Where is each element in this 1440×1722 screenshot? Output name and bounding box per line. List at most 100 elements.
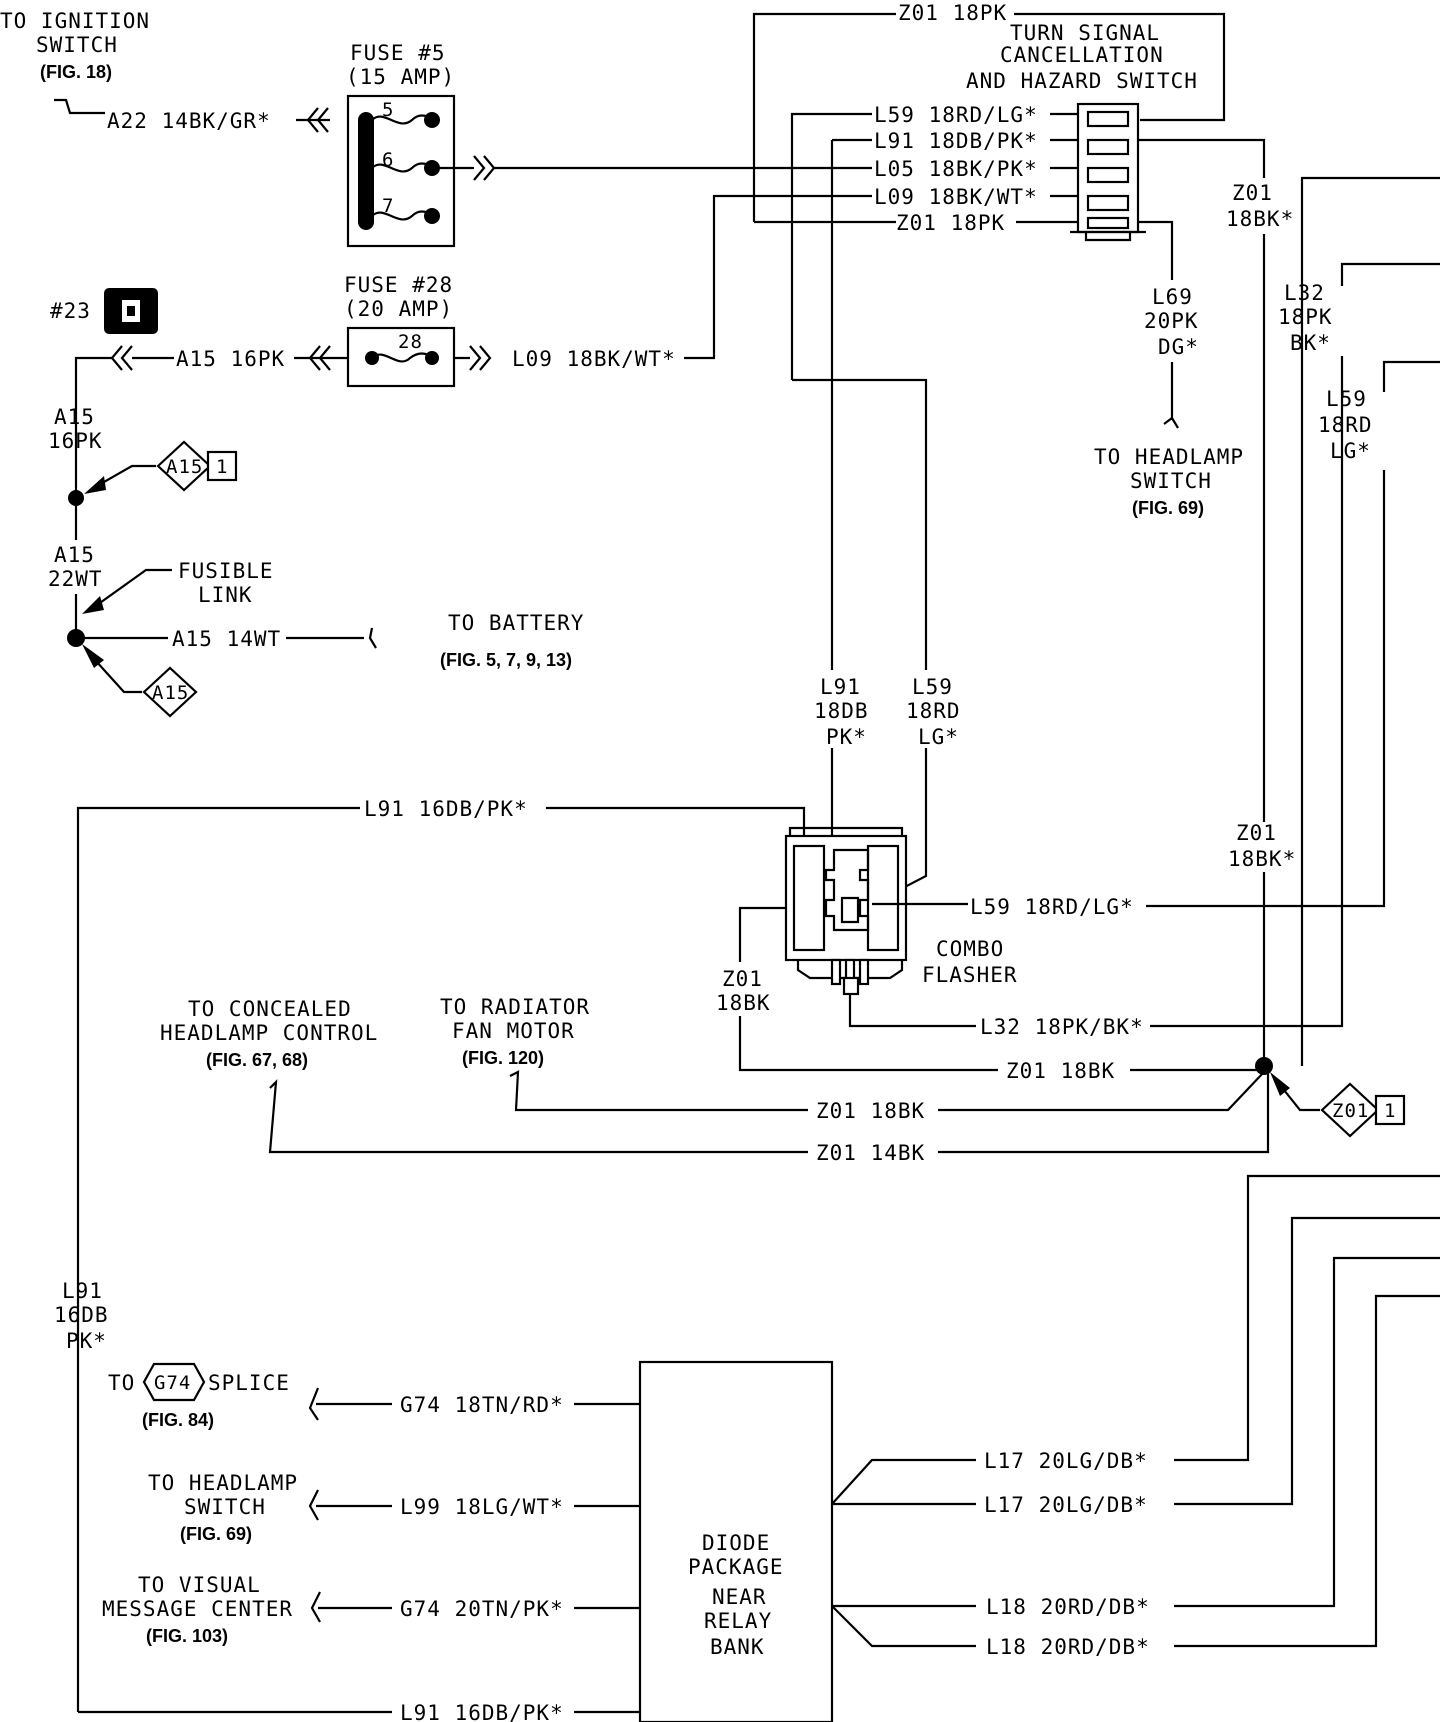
wire-l32-combo-label: L32 18PK/BK* xyxy=(980,1015,1144,1039)
wire-z01-top xyxy=(752,12,1226,222)
a15-16pk-v1: A15 xyxy=(54,405,95,429)
wire-g74-20-label: G74 20TN/PK* xyxy=(400,1597,564,1621)
visual-message-fig: (FIG. 103) xyxy=(146,1626,228,1646)
wire-l59-right xyxy=(1150,360,1440,908)
l69-label-2: 20PK xyxy=(1144,309,1199,333)
z01-combo-label-2: 18BK xyxy=(716,991,771,1015)
fuse28-pin: 28 xyxy=(398,331,423,353)
wire-z01-far-right xyxy=(1300,176,1440,1066)
arrowhead-z01 xyxy=(1270,1072,1290,1096)
l32-label-3: BK* xyxy=(1290,331,1331,355)
headlamp-switch2-label-2: SWITCH xyxy=(184,1495,266,1519)
visual-message-label-2: MESSAGE CENTER xyxy=(102,1597,293,1621)
fuse28-terminal-in xyxy=(365,351,379,365)
diode-package-label-1: DIODE xyxy=(702,1531,770,1555)
battery-fig: (FIG. 5, 7, 9, 13) xyxy=(440,650,572,670)
ignition-label-1: TO IGNITION xyxy=(0,9,150,33)
fuse28-label-2: (20 AMP) xyxy=(344,297,453,321)
wire-l32 xyxy=(1264,262,1440,1028)
connector-a15-left xyxy=(110,345,133,371)
g74-hexagon xyxy=(142,1362,206,1402)
l32-label-1: L32 xyxy=(1284,281,1325,305)
wire-l18-b-label: L18 20RD/DB* xyxy=(986,1635,1150,1659)
arrowhead-fusible-link xyxy=(82,596,104,614)
diamond-a15-1-tag xyxy=(206,450,238,482)
wire-a22-label: A22 14BK/GR* xyxy=(107,109,271,133)
diode-package-label-2: PACKAGE xyxy=(688,1555,784,1579)
l59-v-label-2: 18RD xyxy=(906,699,961,723)
turn-signal-label-3: AND HAZARD SWITCH xyxy=(966,69,1198,93)
diode-package-label-4: RELAY xyxy=(704,1609,772,1633)
z01-combo-label-1: Z01 xyxy=(722,967,763,991)
g74-hexagon-text: G74 xyxy=(154,1372,191,1394)
fusible-link-1: FUSIBLE xyxy=(178,559,274,583)
connector-fuse5-out xyxy=(473,155,496,181)
z01-right-label-2: 18BK* xyxy=(1226,207,1294,231)
g74-splice-label: SPLICE xyxy=(208,1371,290,1395)
l91-left-label-3: PK* xyxy=(66,1329,107,1353)
wire-l99 xyxy=(308,1489,640,1521)
wire-l17-b-label: L17 20LG/DB* xyxy=(984,1493,1148,1517)
wire-l69 xyxy=(1138,220,1179,429)
l69-label-3: DG* xyxy=(1158,335,1199,359)
l59-v-label-1: L59 xyxy=(912,675,953,699)
wire-g74-18 xyxy=(308,1387,640,1421)
l91-v-label-3: PK* xyxy=(826,725,867,749)
diode-package-label-3: NEAR xyxy=(712,1585,767,1609)
diamond-z01-tag xyxy=(1374,1094,1406,1126)
wire-l91-top-label: L91 18DB/PK* xyxy=(874,129,1038,153)
headlamp-switch-label-1: TO HEADLAMP xyxy=(1094,445,1244,469)
wire-l18-a xyxy=(832,1256,1440,1608)
l91-left-label-1: L91 xyxy=(62,1279,103,1303)
l59-right-label-3: LG* xyxy=(1330,439,1371,463)
battery-label: TO BATTERY xyxy=(448,611,584,635)
l91-left-label-2: 16DB xyxy=(54,1303,109,1327)
l32-label-2: 18PK xyxy=(1278,305,1333,329)
combo-flasher-label-2: FLASHER xyxy=(922,963,1018,987)
concealed-headlamp-fig: (FIG. 67, 68) xyxy=(206,1050,308,1070)
wire-l09 xyxy=(684,194,872,360)
wire-l05-top-label: L05 18BK/PK* xyxy=(874,157,1038,181)
connector-fuse28-out xyxy=(454,345,492,371)
wire-z01-18bk-2-label: Z01 18BK xyxy=(816,1099,925,1123)
wire-l09-top-label: L09 18BK/WT* xyxy=(874,185,1038,209)
radiator-fan-label-1: TO RADIATOR xyxy=(440,995,590,1019)
wire-a22 xyxy=(54,98,330,122)
diamond-a15-2 xyxy=(142,666,198,718)
arrowhead-a15-2 xyxy=(82,644,104,668)
a15-22wt-v2: 22WT xyxy=(48,567,103,591)
turn-signal-label-2: CANCELLATION xyxy=(1000,43,1164,67)
wire-z01-right xyxy=(1138,138,1266,178)
wire-l91-16db-label: L91 16DB/PK* xyxy=(364,797,528,821)
wire-a15-14wt xyxy=(76,627,377,649)
wire-l59-top xyxy=(790,112,1078,380)
wire-z01-radiator xyxy=(509,1070,1265,1112)
arrowhead-a15-1 xyxy=(84,476,106,494)
wire-l09-mid-label: L09 18BK/WT* xyxy=(512,347,676,371)
radiator-fan-fig: (FIG. 120) xyxy=(462,1048,544,1068)
wire-z01-top-label: Z01 18PK xyxy=(898,1,1007,25)
diamond-z01-text: Z01 xyxy=(1332,1100,1369,1122)
wire-g74-18-label: G74 18TN/RD* xyxy=(400,1393,564,1417)
g74-to-label: TO xyxy=(108,1371,135,1395)
wire-l18-b xyxy=(831,1294,1440,1648)
l91-v-label-2: 18DB xyxy=(814,699,869,723)
fuse-23-label: #23 xyxy=(50,299,91,323)
diode-package-box xyxy=(638,1360,834,1722)
wire-a15-16pk xyxy=(74,356,330,500)
wire-l91-bottom-label: L91 16DB/PK* xyxy=(400,1701,564,1722)
l91-v-label-1: L91 xyxy=(820,675,861,699)
radiator-fan-label-2: FAN MOTOR xyxy=(452,1019,575,1043)
fuse28-label-1: FUSE #28 xyxy=(344,273,453,297)
z01-mid-label-2: 18BK* xyxy=(1228,847,1296,871)
fuse5-terminal-7 xyxy=(424,208,440,224)
combo-flasher-label-1: COMBO xyxy=(936,937,1004,961)
fuse5-label-2: (15 AMP) xyxy=(346,65,455,89)
fuse5-pin7: 7 xyxy=(382,195,394,217)
headlamp-switch-fig: (FIG. 69) xyxy=(1132,498,1204,518)
turn-signal-switch-base xyxy=(1070,230,1146,242)
diamond-a15-1-text: A15 xyxy=(166,456,203,478)
headlamp-switch-label-2: SWITCH xyxy=(1130,469,1212,493)
a15-22wt-v1: A15 xyxy=(54,543,95,567)
